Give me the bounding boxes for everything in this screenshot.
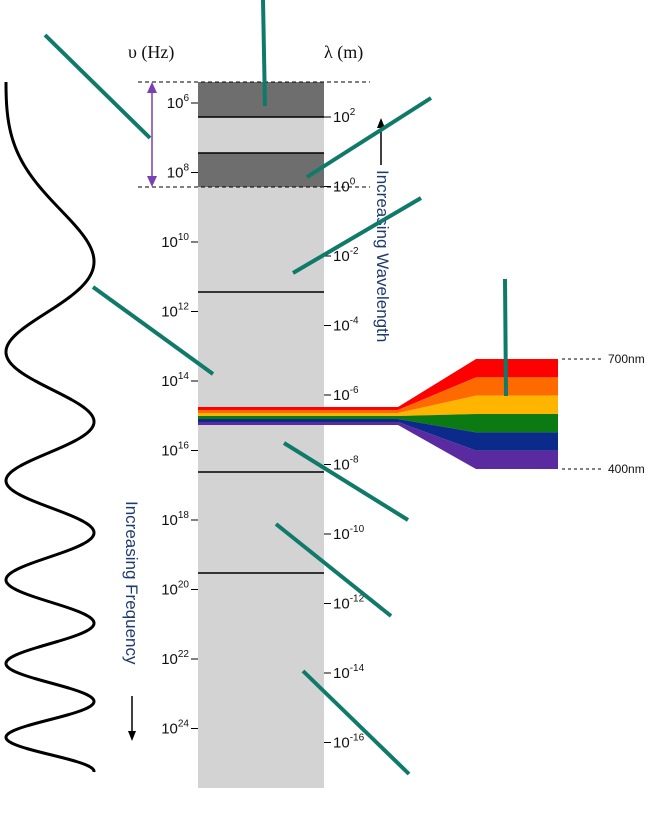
increasing-frequency-label: Increasing Frequency <box>122 501 141 665</box>
pointer-line <box>261 0 267 107</box>
frequency-tick-label: 106 <box>167 93 190 112</box>
spectrum-band <box>198 82 324 788</box>
wavelength-tick-label: 10-16 <box>333 733 365 752</box>
increasing-wavelength-arrow <box>377 118 385 165</box>
pointer-line <box>274 522 393 618</box>
frequency-tick-label: 1010 <box>161 232 189 251</box>
frequency-tick-label: 1020 <box>161 580 189 599</box>
wavelength-header: λ (m) <box>324 42 363 63</box>
spectrum-color-band <box>198 419 558 451</box>
pointer-line <box>91 285 215 376</box>
pointer-line <box>291 196 423 275</box>
wavelength-tick-label: 10-6 <box>333 385 359 404</box>
frequency-tick-labels: 106 108 1010 1012 1014 1016 1018 1020 1022 1024 <box>161 93 198 738</box>
wavelength-tick-label: 10-2 <box>333 246 359 265</box>
spectrum-color-band <box>198 395 558 416</box>
radio-range-double-arrow <box>147 82 157 187</box>
spectrum-color-band <box>198 422 558 469</box>
spectrum-color-band <box>198 377 558 413</box>
frequency-tick-label: 1018 <box>161 510 189 529</box>
wavelength-tick-label: 100 <box>333 177 356 196</box>
pointer-line <box>43 33 152 140</box>
wavelength-tick-labels: 102 100 10-2 10-4 10-6 10-8 10-10 10-12 10-14 10-… <box>324 107 365 752</box>
wavelength-tick-label: 10-8 <box>333 455 359 474</box>
increasing-wavelength-label: Increasing Wavelength <box>373 170 392 342</box>
violet-edge-label: 400nm <box>608 462 645 476</box>
spectrum-color-band <box>198 359 558 410</box>
frequency-tick-label: 1022 <box>161 649 189 668</box>
frequency-wave <box>4 82 96 773</box>
pointer-line <box>282 441 410 522</box>
wavelength-tick-label: 10-14 <box>333 663 365 682</box>
pointer-lines <box>43 0 508 776</box>
pointer-line <box>305 96 433 179</box>
frequency-tick-label: 1014 <box>161 371 189 390</box>
pointer-line <box>503 278 508 397</box>
wavelength-tick-label: 102 <box>333 107 356 126</box>
pointer-line <box>301 669 411 776</box>
radio-band-top <box>198 82 324 117</box>
wavelength-tick-label: 10-4 <box>333 316 359 335</box>
visible-spectrum-fan <box>198 359 558 469</box>
radio-band-bottom <box>198 153 324 187</box>
wavelength-tick-label: 10-12 <box>333 594 365 613</box>
frequency-tick-label: 1024 <box>161 719 189 738</box>
frequency-tick-label: 108 <box>167 163 190 182</box>
increasing-frequency-arrow <box>128 696 136 741</box>
spectrum-color-band <box>198 414 558 433</box>
frequency-header: υ (Hz) <box>128 42 174 63</box>
frequency-tick-label: 1016 <box>161 441 189 460</box>
frequency-tick-label: 1012 <box>161 302 189 321</box>
wavelength-tick-label: 10-10 <box>333 524 365 543</box>
red-edge-label: 700nm <box>608 352 645 366</box>
